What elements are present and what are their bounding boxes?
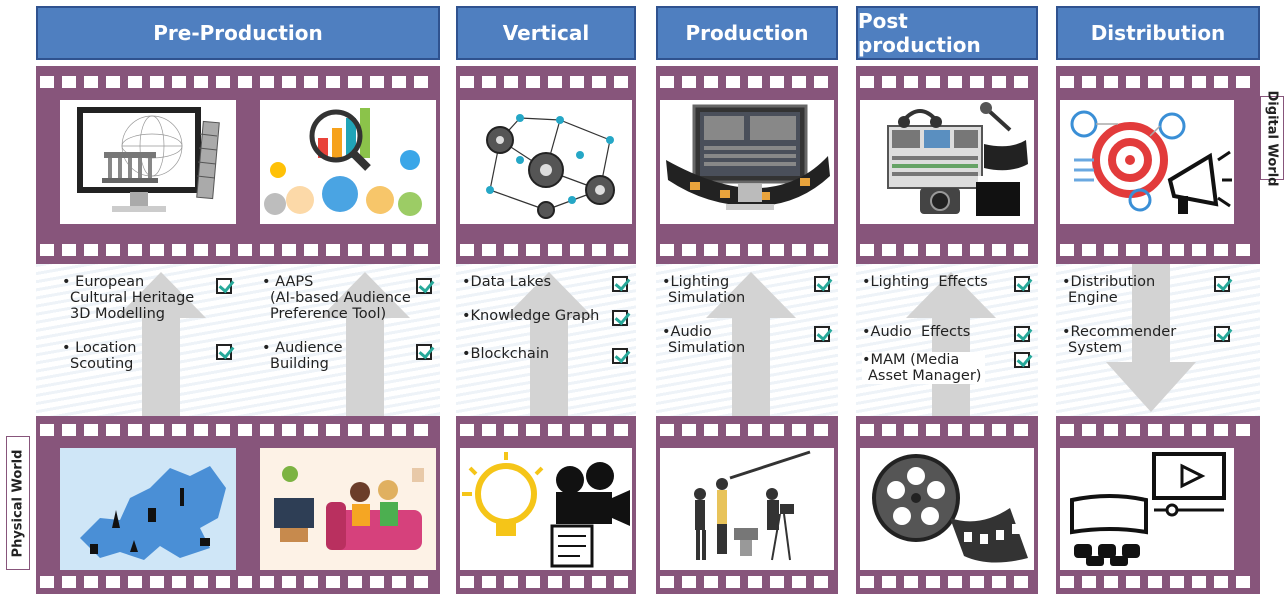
check-icon	[612, 276, 628, 292]
service-audio-effects: •Audio Effects	[862, 324, 971, 340]
film-strip-digital	[856, 66, 1038, 264]
digital-world-label: Digital World	[1260, 90, 1284, 186]
column-pre-production: Pre-Production	[36, 6, 440, 594]
check-icon	[1214, 276, 1230, 292]
column-post-production: Post production •Lighting Effects •Audio…	[856, 6, 1038, 594]
check-icon	[1014, 276, 1030, 292]
film-strip-digital	[36, 66, 440, 264]
check-icon	[814, 326, 830, 342]
service-data-lakes: •Data Lakes	[462, 274, 552, 290]
check-icon	[416, 344, 432, 360]
film-reel-icon	[860, 448, 1034, 570]
column-vertical: Vertical •Data Lakes •Knowledge Graph •B…	[456, 6, 636, 594]
service-knowledge-graph: •Knowledge Graph	[462, 308, 600, 324]
post-production-equipment-icon	[860, 100, 1034, 224]
column-header-post-production: Post production	[856, 6, 1038, 60]
film-strip-digital	[456, 66, 636, 264]
film-strip-physical	[456, 416, 636, 594]
check-icon	[612, 310, 628, 326]
check-icon	[814, 276, 830, 292]
film-strip-physical	[1056, 416, 1260, 594]
check-icon	[1014, 352, 1030, 368]
service-lighting-effects: •Lighting Effects	[862, 274, 988, 290]
check-icon	[216, 344, 232, 360]
services-panel-post-production: •Lighting Effects •Audio Effects •MAM (M…	[856, 264, 1038, 416]
knowledge-graph-network-icon	[460, 100, 632, 224]
distribution-marketing-icon	[1060, 100, 1234, 224]
film-crew-icon	[660, 448, 834, 570]
column-header-distribution: Distribution	[1056, 6, 1260, 60]
audience-analytics-icon	[260, 100, 436, 224]
check-icon	[1214, 326, 1230, 342]
film-strip-physical	[856, 416, 1038, 594]
check-icon	[612, 348, 628, 364]
europe-map-icon	[60, 448, 236, 570]
column-header-vertical: Vertical	[456, 6, 636, 60]
physical-world-label: Physical World	[6, 436, 30, 570]
check-icon	[1014, 326, 1030, 342]
cinema-screen-icon	[1060, 448, 1234, 570]
film-strip-physical	[656, 416, 838, 594]
film-strip-digital	[656, 66, 838, 264]
film-strip-digital	[1056, 66, 1260, 264]
audience-couch-icon	[260, 448, 436, 570]
check-icon	[416, 278, 432, 294]
video-editing-monitor-icon	[660, 100, 834, 224]
idea-camera-icon	[460, 448, 632, 570]
column-header-production: Production	[656, 6, 838, 60]
cultural-heritage-monitor-icon	[60, 100, 236, 224]
services-panel-vertical: •Data Lakes •Knowledge Graph •Blockchain	[456, 264, 636, 416]
column-header-pre-production: Pre-Production	[36, 6, 440, 60]
film-strip-physical	[36, 416, 440, 594]
check-icon	[216, 278, 232, 294]
service-blockchain: •Blockchain	[462, 346, 550, 362]
